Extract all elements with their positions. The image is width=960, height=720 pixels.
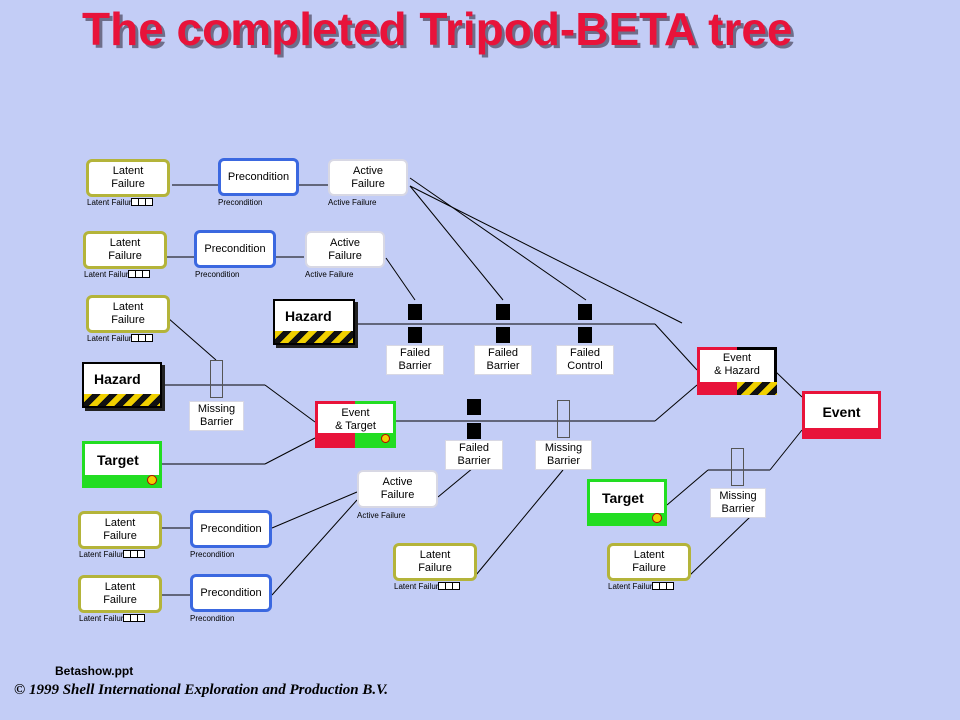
hazard-stripes [275,331,353,343]
target-band [590,513,664,523]
target-band [85,475,159,485]
missing-barrier-outline [210,360,223,398]
active-failure-caption: Active Failure [357,511,406,520]
barrier-block [578,304,592,320]
target-node: Target [82,441,162,488]
latent-failure-caption: Latent Failur [87,334,154,344]
target-node: Target [587,479,667,526]
hazard-node: Hazard [82,362,162,408]
latent-failure-caption: Latent Failur [608,582,675,592]
event-hazard-label: Event & Hazard [714,352,760,377]
precondition-node: Precondition [194,230,276,268]
missing-barrier-outline [731,448,744,486]
active-failure-caption: Active Failure [305,270,354,279]
latent-failure-caption: Latent Failur [79,550,146,560]
barrier-block [578,327,592,343]
latent-failure-node: Latent Failure [86,159,170,197]
target-dot-icon [147,475,157,485]
missing-barrier-outline [557,400,570,438]
latent-failure-node: Latent Failure [83,231,167,269]
event-target-label: Event & Target [335,407,376,432]
latent-failure-node: Latent Failure [607,543,691,581]
hazard-label: Hazard [94,371,141,387]
missing-barrier-label: Missing Barrier [710,488,766,518]
active-failure-caption: Active Failure [328,198,377,207]
barrier-block [496,304,510,320]
barrier-block [467,399,481,415]
precondition-caption: Precondition [190,550,235,559]
barrier-block [408,304,422,320]
latent-failure-caption: Latent Failur [79,614,146,624]
event-label: Event [822,404,861,420]
active-failure-node: Active Failure [328,159,408,196]
active-failure-node: Active Failure [305,231,385,268]
event-band [805,428,878,436]
active-failure-node: Active Failure [357,470,438,508]
precondition-node: Precondition [190,510,272,548]
precondition-caption: Precondition [218,198,263,207]
precondition-node: Precondition [218,158,299,196]
precondition-node: Precondition [190,574,272,612]
event-hazard-node: Event & Hazard [697,347,777,395]
event-node: Event [802,391,881,439]
barrier-block [496,327,510,343]
copyright-symbol: © [14,682,26,698]
failed-barrier-label: Failed Barrier [474,345,532,375]
target-label: Target [602,490,644,506]
latent-failure-node: Latent Failure [78,511,162,549]
barrier-block [467,423,481,439]
hazard-label: Hazard [285,308,332,324]
latent-failure-caption: Latent Failur [394,582,461,592]
precondition-caption: Precondition [195,270,240,279]
missing-barrier-label: Missing Barrier [189,401,244,431]
barrier-block [408,327,422,343]
failed-barrier-label: Failed Barrier [386,345,444,375]
slide-title: The completed Tripod-BETA tree [82,3,793,55]
hazard-node: Hazard [273,299,355,345]
failed-barrier-label: Failed Barrier [445,440,503,470]
precondition-caption: Precondition [190,614,235,623]
target-dot-icon [652,513,662,523]
failed-control-label: Failed Control [556,345,614,375]
footer-filename: Betashow.ppt [55,664,134,678]
copyright-text: 1999 Shell International Exploration and… [28,682,388,698]
latent-failure-node: Latent Failure [393,543,477,581]
target-label: Target [97,452,139,468]
missing-barrier-label: Missing Barrier [535,440,592,470]
latent-failure-caption: Latent Failur [87,198,154,208]
latent-failure-node: Latent Failure [78,575,162,613]
event-target-node: Event & Target [315,401,396,448]
footer-copyright: © 1999 Shell International Exploration a… [14,682,388,699]
latent-failure-caption: Latent Failur [84,270,151,280]
hazard-stripes [84,394,160,406]
latent-failure-node: Latent Failure [86,295,170,333]
